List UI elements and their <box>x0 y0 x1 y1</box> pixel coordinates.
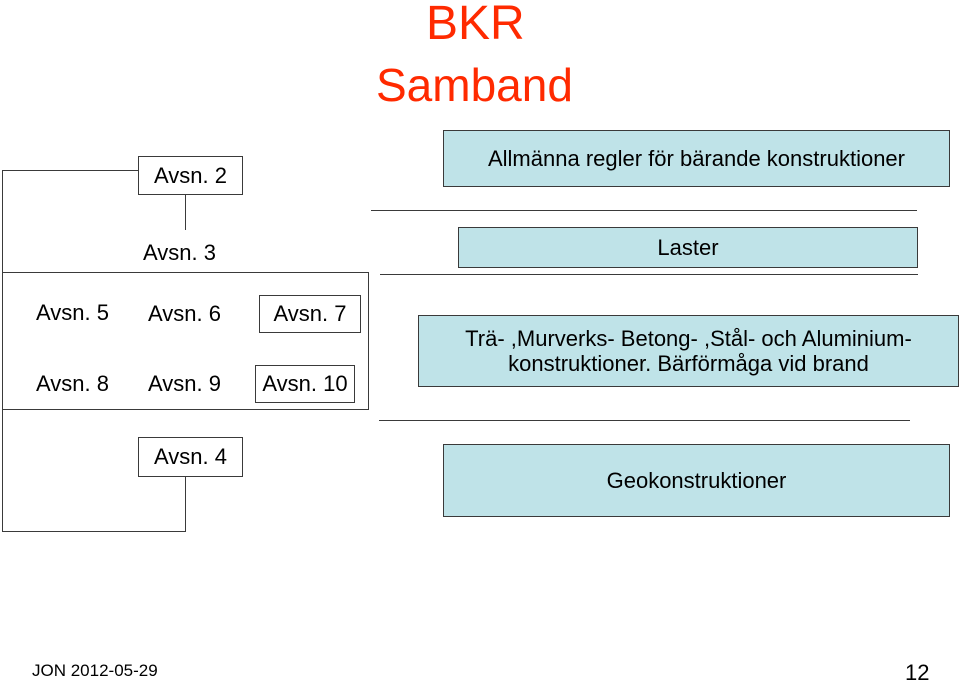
section-avsn-2: Avsn. 2 <box>138 156 243 195</box>
section-avsn-3: Avsn. 3 <box>143 240 216 265</box>
section-avsn-5: Avsn. 5 <box>36 300 109 325</box>
separator-3 <box>379 420 910 421</box>
footer-author-date: JON 2012-05-29 <box>32 661 158 680</box>
title-line-2: Samband <box>376 59 573 111</box>
separator-2 <box>380 274 918 275</box>
material-line-1: Trä- ,Murverks- Betong- ,Stål- och Alumi… <box>465 325 912 351</box>
separator-1 <box>371 210 917 211</box>
box-geokonstruktioner: Geokonstruktioner <box>443 444 950 517</box>
section-avsn-10: Avsn. 10 <box>255 365 355 403</box>
footer-page-number: 12 <box>905 660 930 685</box>
box-material-konstruktioner: Trä- ,Murverks- Betong- ,Stål- och Alumi… <box>418 315 959 387</box>
title-line-1: BKR <box>426 0 525 50</box>
connector-top-left <box>2 170 138 171</box>
connector-avsn2-to-avsn3 <box>185 194 186 230</box>
box-laster: Laster <box>458 227 918 268</box>
box-allmanna-regler: Allmänna regler för bärande konstruktion… <box>443 130 950 187</box>
section-avsn-7: Avsn. 7 <box>259 295 361 333</box>
section-avsn-9: Avsn. 9 <box>148 371 221 396</box>
sections-group-frame <box>2 272 369 410</box>
material-line-2: konstruktioner. Bärförmåga vid brand <box>508 351 869 376</box>
section-avsn-8: Avsn. 8 <box>36 371 109 396</box>
section-avsn-4: Avsn. 4 <box>138 437 243 477</box>
connector-avsn4-down <box>185 476 186 532</box>
connector-bottom-left <box>2 531 186 532</box>
section-avsn-6: Avsn. 6 <box>148 301 221 326</box>
